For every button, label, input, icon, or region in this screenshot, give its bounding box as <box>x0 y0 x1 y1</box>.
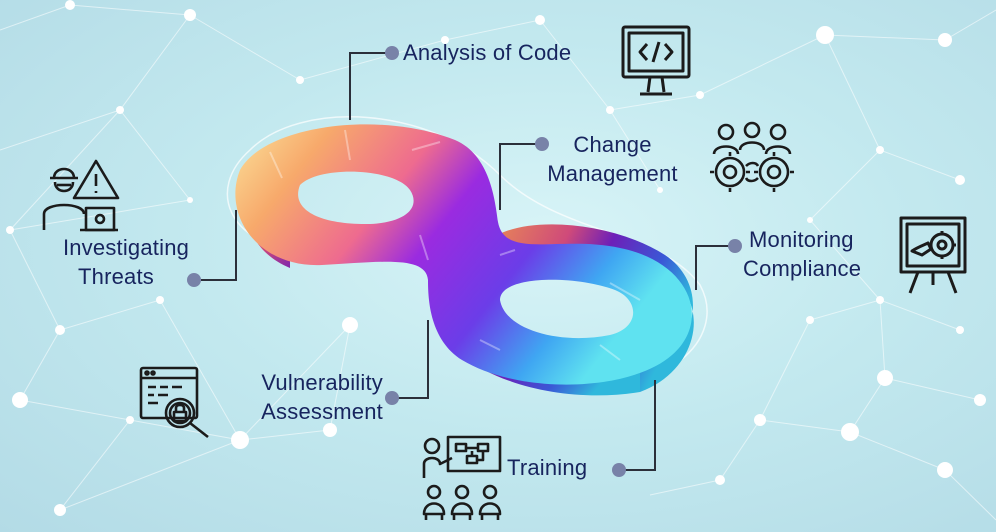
classroom-training-icon <box>422 435 502 520</box>
dot-monitoring-compliance <box>728 239 742 253</box>
infinity-loop <box>235 124 694 396</box>
dot-investigating-threats <box>187 273 201 287</box>
vulnerability-assessment-line2: Assessment <box>261 399 383 424</box>
label-analysis-of-code: Analysis of Code <box>403 38 571 67</box>
monitoring-compliance-line1: Monitoring <box>749 227 854 252</box>
change-management-line1: Change <box>573 132 652 157</box>
connector-training <box>619 380 656 471</box>
hacker-warning-icon <box>42 159 120 232</box>
investigating-threats-line1: Investigating <box>62 235 190 260</box>
investigating-threats-line2: Threats <box>78 264 154 289</box>
dot-vulnerability-assessment <box>385 391 399 405</box>
label-change-management: Change Management <box>525 130 700 188</box>
label-monitoring-compliance: Monitoring Compliance <box>743 225 861 283</box>
connector-change-management <box>499 143 540 210</box>
team-gears-icon <box>710 121 794 192</box>
training-text: Training <box>507 455 588 480</box>
label-investigating-threats: Investigating Threats <box>40 233 212 291</box>
connector-investigating-threats <box>201 210 237 281</box>
monitoring-compliance-line2: Compliance <box>743 256 862 281</box>
analysis-of-code-text: Analysis of Code <box>403 40 572 65</box>
dot-training <box>612 463 626 477</box>
code-monitor-icon <box>621 25 691 96</box>
presentation-board-icon <box>899 216 967 294</box>
change-management-line2: Management <box>547 161 678 186</box>
dot-analysis-of-code <box>385 46 399 60</box>
label-vulnerability-assessment: Vulnerability Assessment <box>218 368 383 426</box>
connector-vulnerability-assessment <box>392 320 429 399</box>
connector-analysis-of-code <box>349 52 392 120</box>
connector-monitoring-compliance <box>695 245 733 290</box>
vulnerability-assessment-line1: Vulnerability <box>261 370 383 395</box>
lock-search-icon <box>139 366 209 439</box>
dot-change-management <box>535 137 549 151</box>
label-training: Training <box>507 453 587 482</box>
